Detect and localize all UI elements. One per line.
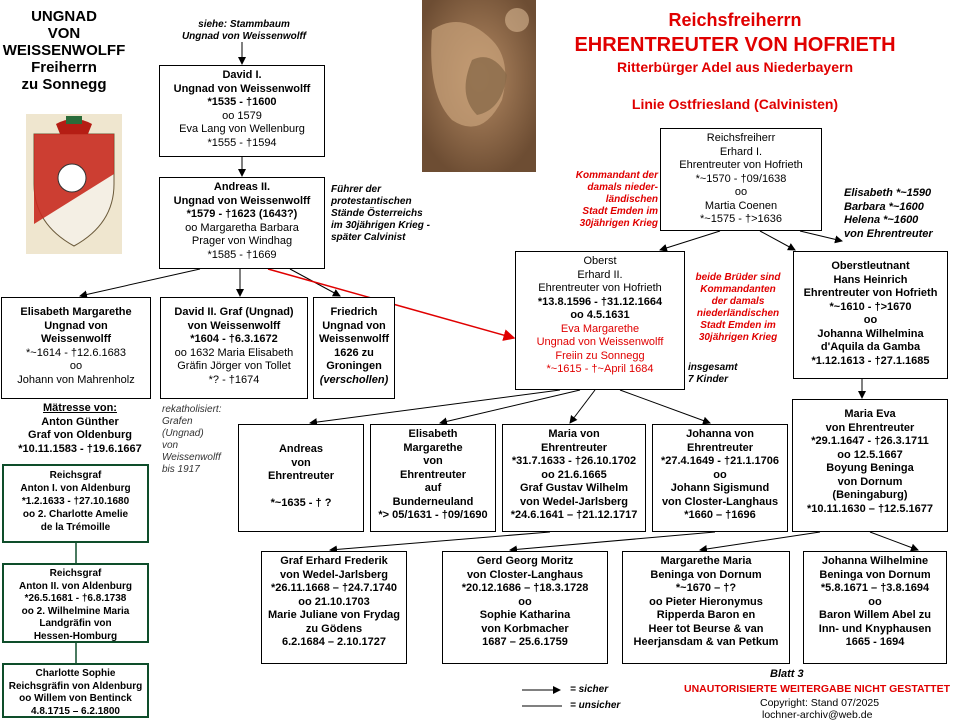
person-friedrich: Friedrich Ungnad von Weissenwolff 1626 z…: [313, 297, 395, 399]
person-andreas-2: Andreas II. Ungnad von Weissenwolff *157…: [159, 177, 325, 269]
note-kommandant: Kommandant der damals nieder- ländischen…: [575, 170, 658, 229]
note-see-tree: siehe: Stammbaum Ungnad von Weissenwolff: [181, 19, 307, 42]
person-gerd-georg-moritz: Gerd Georg Moritz von Closter-Langhaus *…: [442, 551, 608, 664]
person-elisabeth-margarethe-ehrentreuter: Elisabeth Margarethe von Ehrentreuter au…: [370, 424, 496, 532]
sheet-number: Blatt 3: [770, 668, 804, 680]
person-david-2: David II. Graf (Ungnad) von Weissenwolff…: [160, 297, 308, 399]
person-charlotte-sophie: Charlotte Sophie Reichsgräfin von Aldenb…: [2, 663, 149, 718]
person-margarethe-maria: Margarethe Maria Beninga von Dornum *~16…: [622, 551, 790, 664]
person-hans-heinrich: Oberstleutnant Hans Heinrich Ehrentreute…: [793, 251, 948, 379]
copyright-warning: UNAUTORISIERTE WEITERGABE NICHT GESTATTE…: [684, 683, 951, 695]
note-rekatholisiert: rekatholisiert: Grafen (Ungnad) von Weis…: [162, 404, 222, 475]
note-insgesamt: insgesamt 7 Kinder: [688, 362, 738, 385]
person-erhard-1: Reichsfreiherr Erhard I. Ehrentreuter vo…: [660, 128, 822, 231]
header-line-ostfriesland: Linie Ostfriesland (Calvinisten): [631, 96, 839, 112]
note-sisters: Elisabeth *~1590 Barbara *~1600 Helena *…: [844, 187, 933, 240]
legend-sure-label: = sicher: [570, 684, 609, 695]
stone-relief-image: [422, 0, 536, 172]
family-title-ungnad: UNGNAD VON WEISSENWOLFF Freiherrn zu Son…: [2, 8, 126, 93]
header-family-name: EHRENTREUTER VON HOFRIETH: [574, 34, 896, 56]
header-line1: Reichsfreiherrn: [668, 10, 802, 30]
person-david-1: David I. Ungnad von Weissenwolff *1535 -…: [159, 65, 325, 157]
person-maria-eva: Maria Eva von Ehrentreuter *29.1.1647 - …: [792, 399, 948, 532]
note-maetresse: Mätresse von: Anton Günther Graf von Old…: [18, 402, 142, 455]
header-subtitle: Ritterbürger Adel aus Niederbayern: [617, 59, 853, 75]
note-fuehrer: Führer der protestantischen Stände Öster…: [331, 184, 430, 243]
legend-unsure-label: = unsicher: [570, 700, 621, 711]
person-maria: Maria von Ehrentreuter *31.7.1633 - †26.…: [502, 424, 646, 532]
person-johanna: Johanna von Ehrentreuter *27.4.1649 - †2…: [652, 424, 788, 532]
person-erhard-2: Oberst Erhard II. Ehrentreuter von Hofri…: [515, 251, 685, 390]
note-brueder: beide Brüder sind Kommandanten der damal…: [695, 272, 781, 343]
person-elisabeth-margarethe-ungnad: Elisabeth Margarethe Ungnad von Weissenw…: [1, 297, 151, 399]
person-anton-2-aldenburg: Reichsgraf Anton II. von Aldenburg *26.5…: [2, 563, 149, 643]
person-andreas-ehrentreuter: Andreas von Ehrentreuter *~1635 - † ?: [238, 424, 364, 532]
person-erhard-frederik: Graf Erhard Frederik von Wedel-Jarlsberg…: [261, 551, 407, 664]
person-johanna-wilhelmine: Johanna Wilhelmine Beninga von Dornum *5…: [803, 551, 947, 664]
coat-of-arms-image: [26, 114, 122, 254]
person-anton-1-aldenburg: Reichsgraf Anton I. von Aldenburg *1.2.1…: [2, 464, 149, 543]
contact-email: lochner-archiv@web.de: [762, 709, 873, 721]
copyright-date: Copyright: Stand 07/2025: [760, 697, 880, 709]
